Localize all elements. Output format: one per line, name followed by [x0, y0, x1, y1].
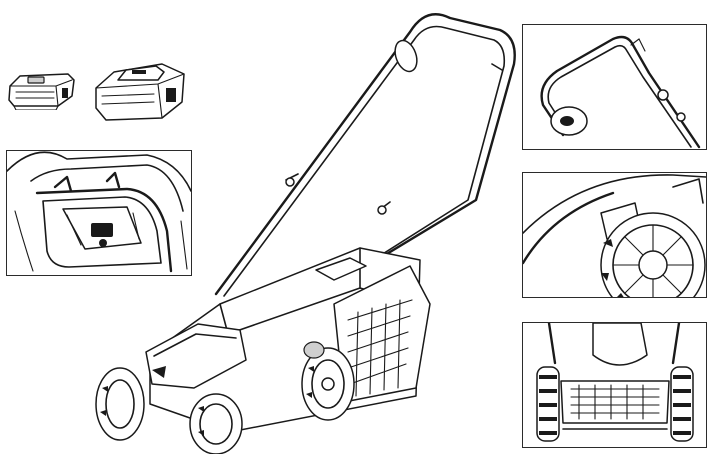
charger-icon — [95, 63, 185, 121]
battery-icon — [8, 73, 75, 110]
charger — [92, 58, 190, 124]
mower-rear-view-detail — [522, 322, 707, 448]
lawn-mower-illustration — [95, 13, 516, 454]
compartment-illustration — [7, 151, 191, 273]
lawn-mower-overview — [90, 4, 520, 454]
rear-view-illustration — [536, 323, 694, 442]
handle-illustration — [540, 35, 701, 149]
rear-wheel-detail — [522, 172, 707, 298]
battery-pack — [6, 66, 78, 110]
handle-detail — [522, 24, 707, 150]
wheel-illustration — [523, 174, 706, 297]
battery-compartment-detail — [6, 150, 192, 276]
